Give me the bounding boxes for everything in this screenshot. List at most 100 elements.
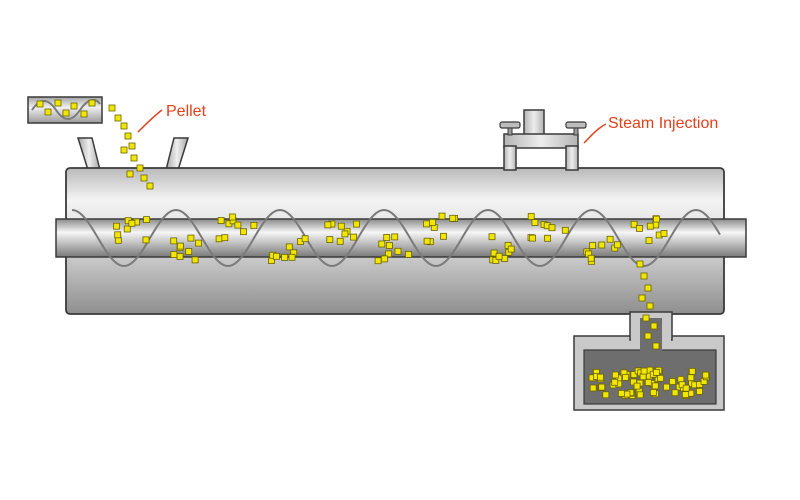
pellet <box>337 222 345 230</box>
pellet <box>130 154 138 162</box>
pellet <box>636 391 644 399</box>
pellet <box>185 248 193 255</box>
pellet <box>195 239 203 247</box>
pellet <box>612 371 619 379</box>
pellet <box>653 215 660 223</box>
pellet <box>507 245 515 253</box>
pellet <box>44 108 52 116</box>
pellet <box>114 231 122 239</box>
pellet <box>405 250 412 258</box>
pellet <box>423 220 430 228</box>
pellet <box>70 102 78 110</box>
pellet-particles <box>36 99 710 399</box>
pellet <box>660 230 668 237</box>
pellet <box>642 314 650 322</box>
pellet <box>657 374 664 382</box>
pellet <box>652 342 660 350</box>
pellet <box>598 241 606 249</box>
pellet <box>176 253 184 260</box>
pellet <box>383 234 391 241</box>
pellet <box>682 391 689 399</box>
pellet <box>143 216 151 224</box>
pellet <box>644 332 652 340</box>
pellet <box>688 367 696 375</box>
pellet <box>682 384 690 392</box>
pellet <box>221 234 229 242</box>
pellet <box>324 221 332 229</box>
pellet <box>126 170 134 178</box>
outlet-chute <box>573 311 725 411</box>
pellet <box>234 221 242 229</box>
pellet <box>423 237 431 245</box>
pellet <box>142 236 150 244</box>
pellet <box>394 247 402 255</box>
steam-injection-label: Steam Injection <box>608 115 718 132</box>
pellet <box>62 109 70 117</box>
pellet <box>644 378 652 386</box>
pellet <box>374 257 382 265</box>
pellet <box>640 272 648 280</box>
pellet <box>215 235 223 243</box>
pellet <box>120 146 128 154</box>
pellet <box>114 114 122 122</box>
pellet <box>636 260 644 268</box>
pellet <box>128 142 136 150</box>
pellet <box>653 368 660 376</box>
pellet <box>240 228 247 236</box>
pellet <box>124 132 132 140</box>
pellet <box>488 233 496 241</box>
pellet <box>281 253 289 261</box>
steam-injection-leader-line <box>583 123 607 144</box>
pellet <box>638 294 646 302</box>
pellet <box>639 373 647 381</box>
pellet <box>663 383 670 391</box>
pellet <box>391 233 399 241</box>
pellet <box>250 221 258 229</box>
pellet <box>622 373 629 381</box>
pellet <box>140 174 148 182</box>
pellet <box>606 235 614 243</box>
pellet <box>301 235 309 243</box>
pellet <box>429 218 436 226</box>
pellet <box>136 164 144 172</box>
pellet <box>36 100 44 108</box>
screw-flight <box>71 208 721 268</box>
pellet <box>123 225 131 233</box>
pellet <box>228 213 236 221</box>
pellet <box>440 232 447 240</box>
pellet <box>449 214 457 222</box>
pellet <box>630 371 638 378</box>
pellet <box>611 378 619 386</box>
pellet <box>128 219 136 227</box>
pellet <box>644 284 652 292</box>
pellet <box>671 389 679 397</box>
steam-injection-port <box>499 109 587 171</box>
pellet <box>191 256 199 264</box>
pellet <box>176 242 184 250</box>
pellet <box>353 220 360 228</box>
pellet <box>618 389 625 397</box>
pellet <box>350 233 358 241</box>
pellet <box>527 213 535 220</box>
pellet <box>113 222 120 230</box>
pellet <box>630 378 637 386</box>
pellet <box>614 241 621 249</box>
pellet <box>385 250 392 258</box>
pellet <box>587 254 595 262</box>
pellet <box>633 382 641 390</box>
pellet <box>288 253 296 261</box>
pellet <box>561 226 569 234</box>
pellet <box>170 251 178 259</box>
pellet <box>650 389 657 396</box>
pellet <box>589 242 596 249</box>
pellet <box>88 99 96 107</box>
pellet-leader-line <box>137 109 163 133</box>
pellet <box>669 378 676 385</box>
pellet <box>544 234 551 242</box>
pellet <box>108 104 116 112</box>
pellet <box>702 371 710 379</box>
pellet <box>80 110 88 118</box>
pellet <box>623 390 631 398</box>
pellet <box>531 219 539 227</box>
pellet <box>598 383 606 391</box>
